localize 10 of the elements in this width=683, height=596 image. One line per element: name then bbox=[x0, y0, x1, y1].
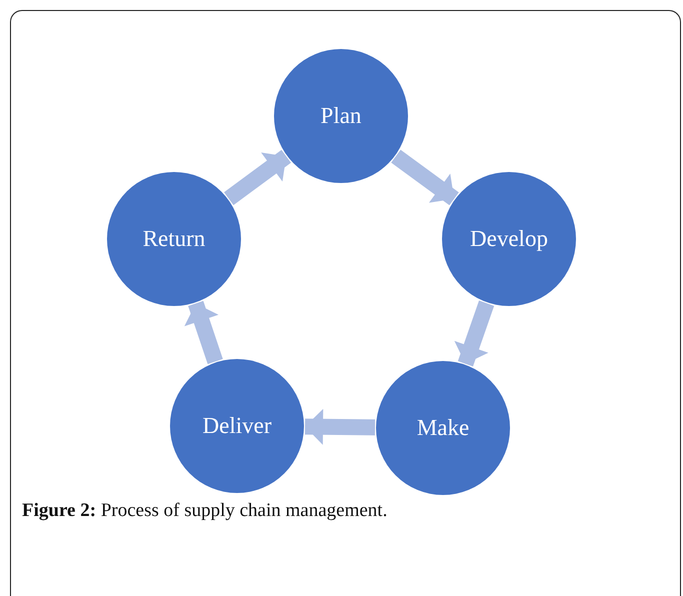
figure-caption: Figure 2: Process of supply chain management. bbox=[22, 500, 388, 522]
block-arrow bbox=[224, 150, 291, 206]
node-label: Plan bbox=[320, 103, 362, 129]
node-label: Develop bbox=[470, 226, 548, 252]
block-arrow bbox=[454, 300, 494, 366]
node-label: Make bbox=[416, 415, 470, 441]
node-label: Deliver bbox=[202, 413, 272, 439]
node-label: Return bbox=[142, 226, 206, 252]
block-arrow bbox=[304, 408, 376, 445]
block-arrow bbox=[391, 150, 459, 206]
